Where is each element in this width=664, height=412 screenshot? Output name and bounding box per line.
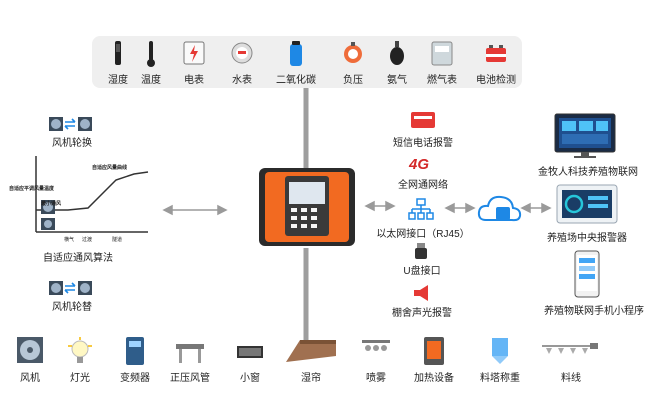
sensor-label: 电池检测: [476, 75, 516, 86]
chart-left-label: 自适应平调风量温度: [9, 186, 55, 192]
sensor-ammonia: 氨气: [377, 40, 417, 86]
temperature-probe-icon: [147, 41, 155, 67]
sensor-temperature: 温度: [131, 40, 171, 86]
controller-device: [259, 168, 355, 246]
sensor-label: 湿度: [108, 75, 128, 86]
iot-label: 金牧人科技养殖物联网: [538, 167, 638, 178]
heater-icon: [424, 337, 444, 365]
equipment-wet-curtain: 湿帘: [276, 336, 346, 396]
adaptive-ventilation-chart: [35, 156, 149, 233]
ammonia-sensor-icon: [390, 41, 404, 65]
full-network-label: 全网通网络: [398, 180, 448, 191]
usb-label: U盘接口: [403, 266, 441, 277]
fan-pair-icon-bottom: [49, 281, 92, 295]
feed-tower-icon: [492, 338, 508, 364]
sensor-label: 水表: [232, 75, 252, 86]
double-arrow-cloud: [444, 202, 476, 214]
sensor-co2: 二氧化碳: [276, 40, 316, 86]
sms-phone-icon: [411, 112, 435, 128]
cloud-icon: [477, 195, 522, 222]
wet-curtain-icon: [286, 340, 336, 362]
fan-icon: [17, 337, 43, 363]
chart-x-label-2: 过渡: [82, 237, 93, 243]
mobile-phone-icon: [574, 250, 600, 298]
feed-line-icon: [542, 343, 598, 354]
sms-alarm-label: 短信电话报警: [393, 138, 453, 149]
fan-rotate-label: 风机轮换: [52, 138, 92, 149]
sensor-electric-meter: 电表: [174, 40, 214, 86]
sensor-negative-pressure: 负压: [333, 40, 373, 86]
equipment-label: 风机: [20, 373, 40, 384]
inverter-icon: [126, 337, 144, 365]
equipment-label: 料线: [561, 373, 581, 384]
small-window-icon: [237, 346, 263, 358]
equipment-small-window: 小窗: [222, 336, 278, 396]
shed-alarm-label: 棚舍声光报警: [392, 308, 452, 319]
sensor-humidity: 湿度: [98, 40, 138, 86]
sensor-gas-meter: 燃气表: [422, 40, 462, 86]
sensor-water-meter: 水表: [222, 40, 262, 86]
sensor-label: 负压: [343, 75, 363, 86]
gas-meter-icon: [431, 41, 453, 66]
ethernet-label: 以太网接口（RJ45）: [376, 229, 470, 240]
equipment-inverter: 变频器: [107, 336, 163, 396]
mini-program-label: 养殖物联网手机小程序: [544, 306, 644, 317]
chart-x-label-1: 横气: [64, 237, 75, 243]
co2-sensor-icon: [290, 41, 302, 66]
ethernet-icon: [408, 198, 434, 220]
sensor-battery-check: 电池检测: [476, 40, 516, 86]
chart-x-label-3: 隧道: [112, 237, 123, 243]
equipment-heating: 加热设备: [406, 336, 462, 396]
electric-meter-icon: [183, 41, 205, 65]
double-arrow-left: [162, 204, 228, 216]
equipment-light: 灯光: [52, 336, 108, 396]
equipment-positive-pressure-duct: 正压风管: [162, 336, 218, 396]
sensor-label: 电表: [184, 75, 204, 86]
equipment-feed-tower-weighing: 料塔称重: [472, 336, 528, 396]
battery-icon: [486, 45, 506, 62]
equipment-label: 喷雾: [366, 373, 386, 384]
equipment-label: 湿帘: [301, 373, 321, 384]
alarm-horn-icon: [414, 285, 428, 301]
double-arrow-mid: [364, 200, 396, 212]
double-arrow-right: [520, 202, 552, 214]
equipment-spray: 喷雾: [348, 336, 404, 396]
central-alarm-label: 养殖场中央报警器: [547, 233, 627, 244]
humidity-probe-icon: [115, 41, 121, 65]
fan-pair-icon-top: [49, 117, 92, 131]
equipment-fan: 风机: [2, 336, 58, 396]
water-meter-icon: [231, 42, 253, 64]
equipment-label: 正压风管: [170, 373, 210, 384]
4g-icon: 4G: [409, 156, 430, 173]
equipment-feed-line: 料线: [536, 336, 606, 396]
sensor-label: 氨气: [387, 75, 407, 86]
usb-disk-icon: [415, 243, 427, 259]
equipment-label: 小窗: [240, 373, 260, 384]
equipment-label: 料塔称重: [480, 373, 520, 384]
algorithm-label: 自适应通风算法: [43, 253, 113, 264]
fan-alternate-label: 风机轮替: [52, 302, 92, 313]
pressure-sensor-icon: [344, 42, 362, 63]
chart-min-label: 最小通风: [41, 201, 62, 207]
equipment-label: 变频器: [120, 373, 150, 384]
sensor-label: 温度: [141, 75, 161, 86]
chart-line-label: 自适应风量曲线: [92, 165, 128, 171]
sensor-label: 二氧化碳: [276, 75, 316, 86]
spray-nozzle-icon: [362, 340, 390, 351]
light-bulb-icon: [68, 337, 92, 363]
iot-monitor-icon: [554, 113, 616, 158]
equipment-label: 加热设备: [414, 373, 454, 384]
air-duct-icon: [176, 344, 204, 363]
sensor-label: 燃气表: [427, 75, 457, 86]
equipment-label: 灯光: [70, 373, 90, 384]
central-alarm-icon: [556, 184, 618, 224]
